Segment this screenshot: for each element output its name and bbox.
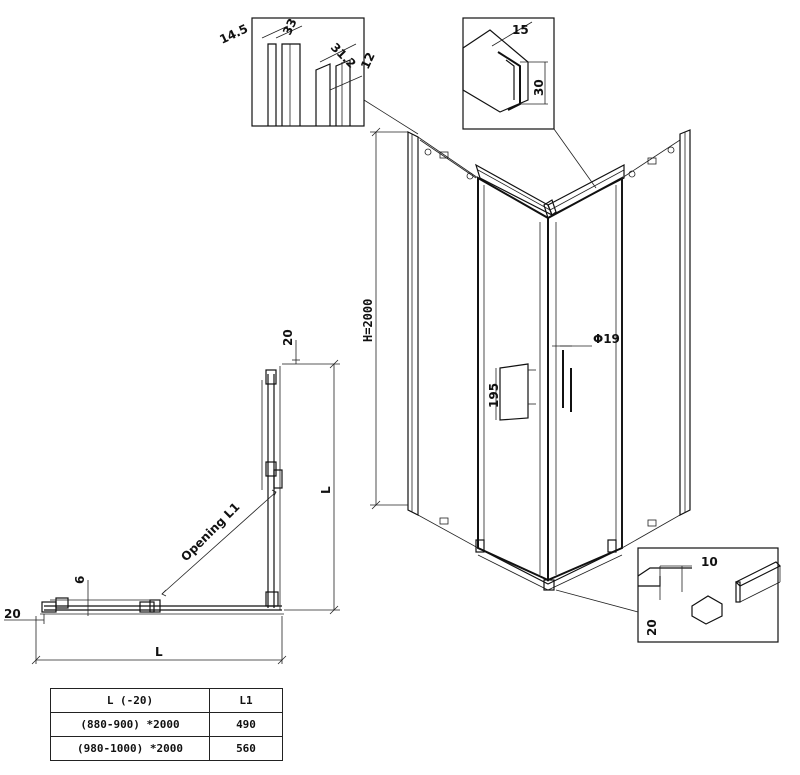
round-handle bbox=[552, 345, 572, 412]
opening-label: Opening L1 bbox=[178, 500, 242, 564]
bottom-dim-10: 10 bbox=[701, 555, 718, 569]
plan-dim-6: 6 bbox=[73, 576, 87, 584]
detail-box-top-rail: 15 30 bbox=[462, 17, 597, 189]
bottom-dim-20: 20 bbox=[645, 619, 659, 636]
rail-dim-30: 30 bbox=[532, 79, 546, 96]
detail-box-bottom: 10 20 bbox=[555, 547, 782, 643]
plan-dim-20-left: 20 bbox=[4, 607, 21, 621]
handle-diameter-label: Φ19 bbox=[593, 332, 620, 346]
left-fixed-panel bbox=[407, 131, 479, 549]
top-rail-left bbox=[474, 163, 554, 217]
profile-dim-33: 33 bbox=[280, 16, 300, 37]
profile-dim-12: 12 bbox=[358, 50, 378, 71]
spec-cell-size: (980-1000) *2000 bbox=[50, 736, 210, 761]
bottom-profile bbox=[475, 539, 623, 591]
left-sliding-door bbox=[477, 176, 549, 582]
spec-header-l: L (-20) bbox=[50, 688, 210, 713]
plan-dim-L-vertical: L bbox=[319, 486, 333, 494]
spec-table: L (-20) L1 (880-900) *2000 490 (980-1000… bbox=[50, 688, 283, 761]
height-dimension: H=2000 bbox=[361, 127, 408, 510]
plan-dim-L-horizontal: L bbox=[155, 645, 163, 659]
profile-dim-14-5: 14.5 bbox=[217, 22, 250, 47]
corner-top-cap bbox=[543, 199, 557, 219]
handle-length-label: 195 bbox=[487, 383, 501, 408]
spec-cell-size: (880-900) *2000 bbox=[50, 712, 210, 737]
right-sliding-door bbox=[547, 176, 623, 582]
height-label: H=2000 bbox=[361, 299, 375, 342]
towel-bar-handle bbox=[499, 363, 536, 421]
spec-cell-l1: 560 bbox=[209, 736, 283, 761]
spec-cell-l1: 490 bbox=[209, 712, 283, 737]
spec-table-header-row: L (-20) L1 bbox=[50, 688, 283, 713]
table-row: (980-1000) *2000 560 bbox=[50, 736, 283, 761]
plan-view: Opening L1 L 20 L 20 6 bbox=[4, 329, 340, 665]
table-row: (880-900) *2000 490 bbox=[50, 712, 283, 737]
top-rail-right bbox=[547, 164, 625, 216]
detail-box-profiles: 14.5 33 31.2 12 bbox=[217, 16, 419, 135]
spec-header-l1: L1 bbox=[209, 688, 283, 713]
rail-dim-15: 15 bbox=[512, 23, 529, 37]
shower-isometric-view: H=2000 Φ19 195 bbox=[361, 127, 691, 591]
plan-dim-20-top: 20 bbox=[281, 329, 295, 346]
right-fixed-panel bbox=[621, 129, 691, 549]
